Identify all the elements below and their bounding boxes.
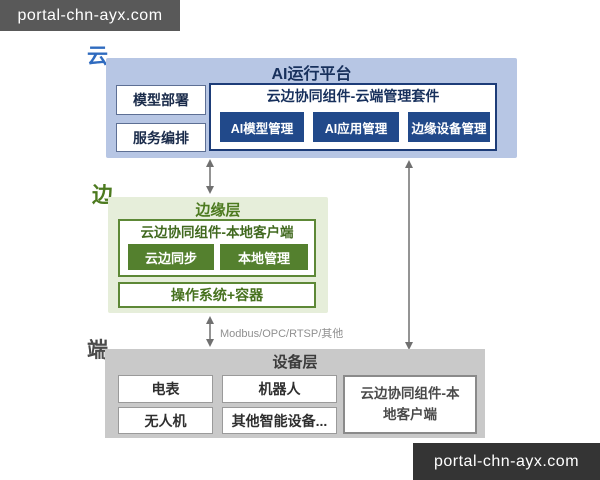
cloud-edge-sync-box: 云边同步 <box>128 244 214 270</box>
meter-box: 电表 <box>118 375 213 403</box>
edge-device-double-arrow-icon <box>206 316 214 347</box>
cloud-suite-title: 云边协同组件-云端管理套件 <box>266 88 440 104</box>
cloud-edge-double-arrow-icon <box>206 159 214 194</box>
cloud-platform-box: AI运行平台 模型部署 服务编排 云边协同组件-云端管理套件 AI模型管理 AI… <box>106 58 517 158</box>
os-container-box: 操作系统+容器 <box>118 282 316 308</box>
drone-box: 无人机 <box>118 407 213 434</box>
model-deploy-box: 模型部署 <box>116 85 206 115</box>
protocol-label: Modbus/OPC/RTSP/其他 <box>220 328 344 340</box>
service-orchestration-box: 服务编排 <box>116 123 206 152</box>
robot-box: 机器人 <box>222 375 337 403</box>
watermark-bottom: portal-chn-ayx.com <box>413 443 600 480</box>
device-client-box: 云边协同组件-本地客户端 <box>343 375 477 434</box>
edge-client-title: 云边协同组件-本地客户端 <box>140 225 294 240</box>
device-tier-label: 端 <box>87 339 108 362</box>
edge-layer-title: 边缘层 <box>195 201 241 219</box>
cloud-suite-box: 云边协同组件-云端管理套件 AI模型管理 AI应用管理 边缘设备管理 <box>209 83 497 151</box>
device-layer-box: 设备层 电表 机器人 无人机 其他智能设备... 云边协同组件-本地客户端 <box>105 349 485 438</box>
edge-client-box: 云边协同组件-本地客户端 云边同步 本地管理 <box>118 219 316 277</box>
ai-app-mgmt-box: AI应用管理 <box>313 112 399 142</box>
edge-tier-label: 边 <box>92 184 113 207</box>
ai-model-mgmt-box: AI模型管理 <box>220 112 304 142</box>
device-layer-title: 设备层 <box>272 353 318 371</box>
other-smart-devices-box: 其他智能设备... <box>222 407 337 434</box>
cloud-platform-title: AI运行平台 <box>271 66 352 83</box>
cloud-tier-label: 云 <box>87 45 108 68</box>
edge-device-mgmt-box: 边缘设备管理 <box>408 112 490 142</box>
cloud-device-double-arrow-icon <box>405 160 413 350</box>
watermark-top: portal-chn-ayx.com <box>0 0 180 31</box>
edge-layer-box: 边缘层 云边协同组件-本地客户端 云边同步 本地管理 操作系统+容器 <box>108 197 328 313</box>
local-mgmt-box: 本地管理 <box>220 244 308 270</box>
